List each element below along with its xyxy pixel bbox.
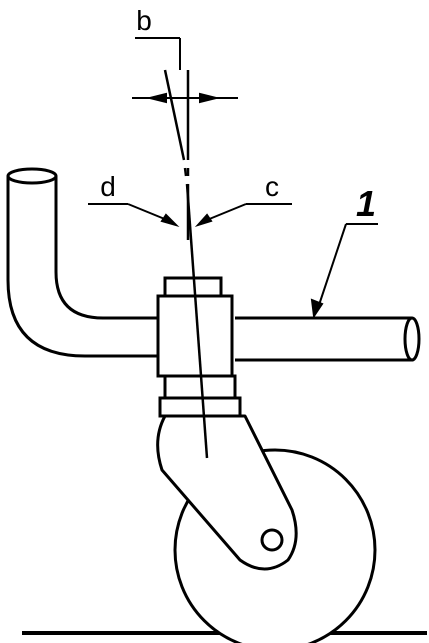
label-c: c [265,171,279,202]
dimension-b [132,37,238,104]
caster-fork [156,414,298,571]
label-part-number: 1 [356,183,376,224]
tube-end-right [403,316,421,362]
label-b: b [136,5,152,36]
frame-tube [6,167,421,362]
axle [260,528,284,552]
leader-d [88,203,180,228]
leader-c [194,203,292,228]
leader-part-1 [310,223,378,319]
tube-end-top [6,167,58,185]
housing-bearing-ring [158,396,242,418]
housing-lower-section [163,374,237,400]
label-d: d [100,171,116,202]
kingpin-axis [163,69,209,459]
